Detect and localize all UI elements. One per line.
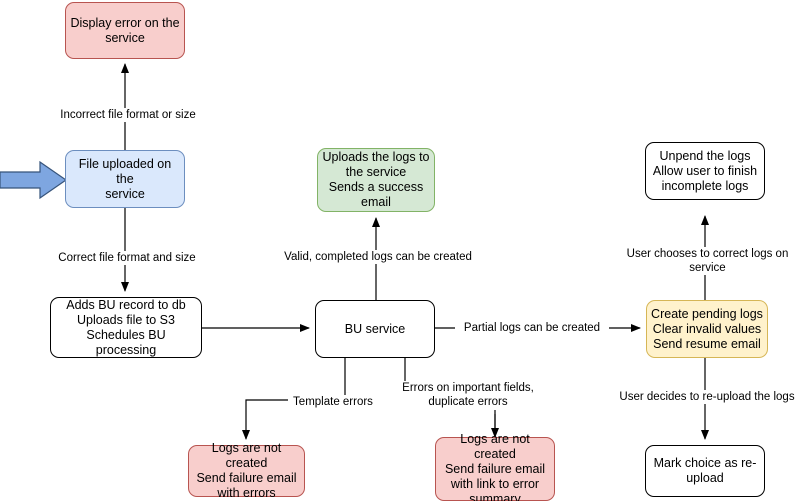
node-display-error[interactable]: Display error on the service [65, 2, 185, 59]
node-mark-choice[interactable]: Mark choice as re- upload [645, 445, 765, 497]
edge-label-correct-format: Correct file format and size [54, 251, 200, 265]
node-logs-not-created-template[interactable]: Logs are not created Send failure email … [188, 441, 305, 500]
node-unpend-logs[interactable]: Unpend the logs Allow user to finish inc… [645, 142, 765, 200]
edge-label-partial-logs: Partial logs can be created [455, 321, 609, 335]
edge-label-template-errors: Template errors [288, 395, 378, 409]
edge-label-incorrect-format: Incorrect file format or size [56, 108, 200, 122]
node-bu-service[interactable]: BU service [315, 300, 435, 358]
edge-label-user-reuploads: User decides to re-upload the logs [616, 390, 798, 404]
node-file-uploaded[interactable]: File uploaded on the service [65, 150, 185, 208]
edge-label-important-errors: Errors on important fields, duplicate er… [392, 381, 544, 409]
node-logs-not-created-important[interactable]: Logs are not created Send failure email … [435, 432, 555, 501]
node-uploads-logs[interactable]: Uploads the logs to the service Sends a … [317, 148, 435, 212]
edge-label-valid-logs: Valid, completed logs can be created [282, 250, 474, 264]
edge-label-user-corrects: User chooses to correct logs on service [608, 247, 801, 275]
node-adds-bu-record[interactable]: Adds BU record to db Uploads file to S3 … [50, 297, 202, 358]
node-create-pending-logs[interactable]: Create pending logs Clear invalid values… [646, 300, 768, 358]
start-arrow-icon [0, 160, 68, 200]
